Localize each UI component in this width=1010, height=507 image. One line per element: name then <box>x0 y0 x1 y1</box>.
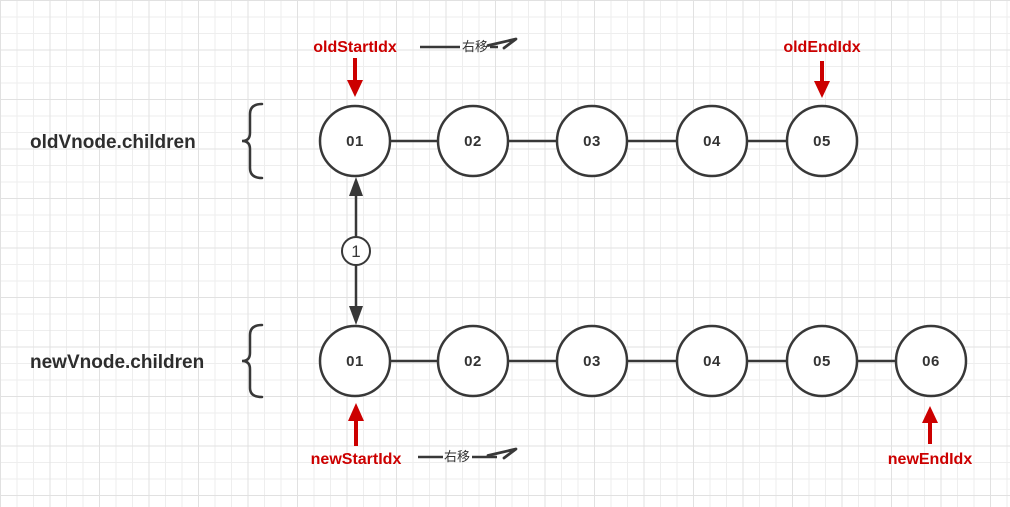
old-node-01: 01 <box>318 104 392 178</box>
new-start-pointer: newStartIdx <box>311 403 402 468</box>
new-node-04-label: 04 <box>703 353 721 370</box>
old-node-02-circle <box>436 104 510 178</box>
old-node-03-label: 03 <box>583 133 601 150</box>
old-row-brace <box>241 102 264 180</box>
old-start-arrow-down-icon <box>347 58 363 97</box>
new-node-01: 01 <box>318 324 392 398</box>
new-end-pointer: newEndIdx <box>888 406 973 468</box>
new-node-03: 03 <box>555 324 629 398</box>
step-1-badge-circle <box>341 236 371 266</box>
new-node-02-label: 02 <box>464 353 482 370</box>
old-node-02-label: 02 <box>464 133 482 150</box>
new-start-pointer-label: newStartIdx <box>311 451 402 468</box>
old-node-02: 02 <box>436 104 510 178</box>
old-node-03-circle <box>555 104 629 178</box>
move-right-bottom-label: 右移 <box>444 449 470 464</box>
move-right-top-label: 右移 <box>462 39 488 54</box>
new-node-06-circle <box>894 324 968 398</box>
new-end-pointer-label: newEndIdx <box>888 451 973 468</box>
old-node-03: 03 <box>555 104 629 178</box>
move-right-top: 右移 <box>420 37 518 54</box>
old-node-05-circle <box>785 104 859 178</box>
new-start-arrow-up-icon <box>348 403 364 446</box>
compare-arrow: 1 <box>341 177 371 325</box>
old-start-pointer-label: oldStartIdx <box>313 39 397 56</box>
old-end-pointer: oldEndIdx <box>783 39 861 98</box>
old-start-pointer: oldStartIdx <box>313 39 397 97</box>
new-row-brace <box>241 323 264 399</box>
new-node-01-label: 01 <box>346 353 364 370</box>
new-node-02-circle <box>436 324 510 398</box>
old-node-04-label: 04 <box>703 133 721 150</box>
new-node-05: 05 <box>785 324 859 398</box>
old-node-01-circle <box>318 104 392 178</box>
new-node-01-circle <box>318 324 392 398</box>
move-right-top-arrowhead-icon <box>486 37 518 50</box>
new-node-04: 04 <box>675 324 749 398</box>
new-node-06: 06 <box>894 324 968 398</box>
new-node-03-circle <box>555 324 629 398</box>
old-node-05-label: 05 <box>813 133 831 150</box>
new-node-05-label: 05 <box>813 353 831 370</box>
step-1-badge-label: 1 <box>351 242 360 261</box>
compare-arrow-head-up-icon <box>349 177 363 196</box>
old-node-05: 05 <box>785 104 859 178</box>
move-right-bottom-arrowhead-icon <box>486 447 518 460</box>
new-node-06-label: 06 <box>922 353 940 370</box>
old-end-arrow-down-icon <box>814 61 830 98</box>
new-node-05-circle <box>785 324 859 398</box>
old-end-pointer-label: oldEndIdx <box>783 39 860 56</box>
move-right-bottom: 右移 <box>418 447 518 464</box>
new-node-04-circle <box>675 324 749 398</box>
new-end-arrow-up-icon <box>922 406 938 444</box>
compare-arrow-head-down-icon <box>349 306 363 325</box>
old-node-04-circle <box>675 104 749 178</box>
new-node-02: 02 <box>436 324 510 398</box>
new-node-03-label: 03 <box>583 353 601 370</box>
old-node-01-label: 01 <box>346 133 364 150</box>
old-row-label: oldVnode.children <box>30 132 196 153</box>
old-node-04: 04 <box>675 104 749 178</box>
new-row-label: newVnode.children <box>30 352 204 373</box>
